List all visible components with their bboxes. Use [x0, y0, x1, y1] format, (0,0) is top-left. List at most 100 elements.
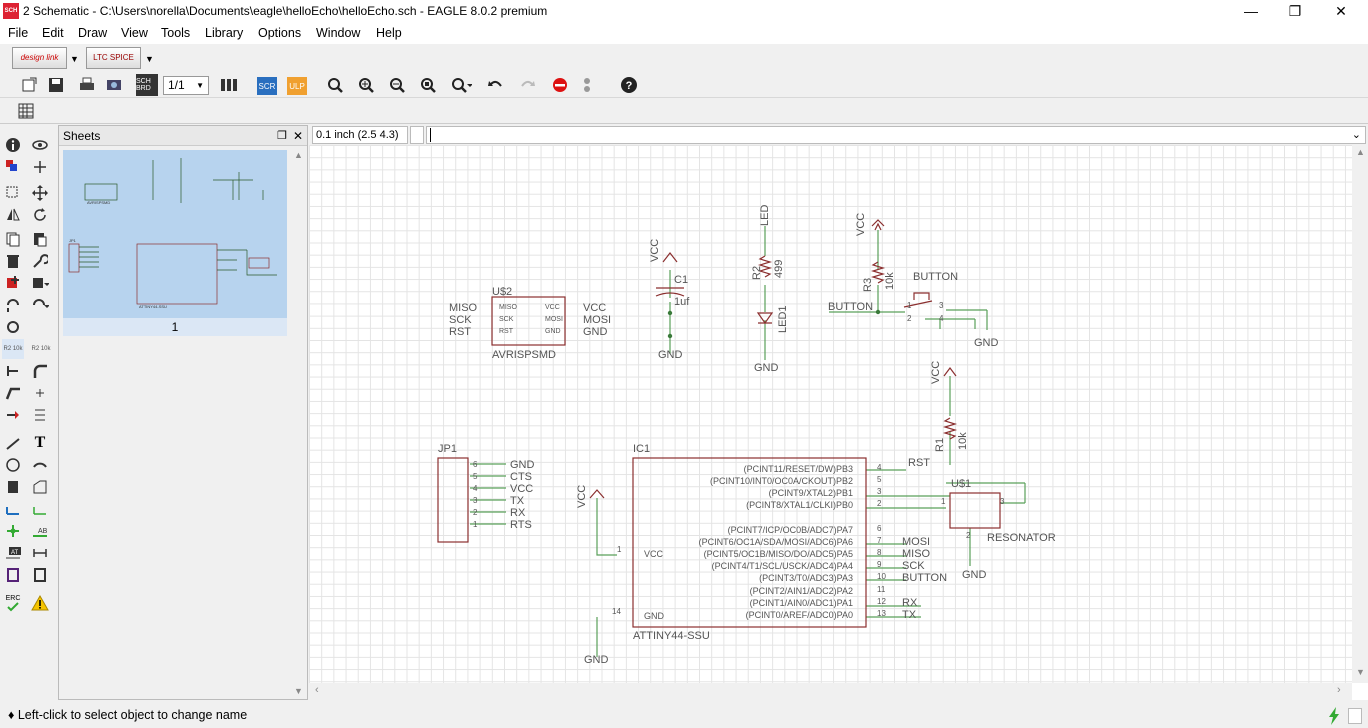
attribute-icon[interactable]: AT — [3, 543, 23, 563]
paste-icon[interactable] — [30, 229, 50, 249]
zoom-redraw-icon[interactable] — [417, 74, 439, 96]
vscroll-down-icon[interactable]: ▼ — [1356, 667, 1365, 677]
menu-library[interactable]: Library — [205, 26, 244, 40]
info-icon[interactable] — [3, 135, 23, 155]
ulp-button[interactable]: ULP — [287, 77, 307, 95]
net-icon[interactable] — [3, 499, 23, 519]
sheet-thumbnail[interactable]: AVRISPSMD ATTINY44-SSU JP1 — [63, 150, 287, 318]
sheets-scrollbar[interactable]: ▲ ▼ — [291, 148, 307, 698]
script-button[interactable]: SCR — [257, 77, 277, 95]
group-icon[interactable] — [3, 183, 23, 203]
polygon-icon[interactable] — [30, 477, 50, 497]
text-tool[interactable]: T — [30, 433, 50, 453]
hscroll-right-icon[interactable]: › — [1337, 684, 1341, 696]
move-icon[interactable] — [30, 183, 50, 203]
menu-help[interactable]: Help — [376, 26, 402, 40]
zoom-in-icon[interactable] — [355, 74, 377, 96]
ltspice-button[interactable]: LTC SPICE — [86, 47, 141, 69]
scroll-up-icon[interactable]: ▲ — [294, 150, 303, 160]
dimension-icon[interactable] — [30, 543, 50, 563]
close-button[interactable]: ✕ — [1335, 3, 1347, 19]
rotate-icon[interactable] — [30, 205, 50, 225]
change-icon[interactable] — [30, 251, 50, 271]
stop-icon[interactable] — [549, 74, 571, 96]
redo-icon[interactable] — [516, 74, 538, 96]
sch-brd-button[interactable]: SCH BRD — [136, 74, 158, 96]
designlink-button[interactable]: design link — [12, 47, 67, 69]
line-icon[interactable] — [3, 433, 23, 453]
align-icon[interactable] — [30, 405, 50, 425]
scroll-down-icon[interactable]: ▼ — [294, 686, 303, 696]
u2-pin-right: VCC — [545, 304, 560, 311]
menu-edit[interactable]: Edit — [42, 26, 64, 40]
add-icon[interactable] — [3, 273, 23, 293]
copy-icon[interactable] — [3, 229, 23, 249]
warning-icon[interactable] — [30, 593, 50, 613]
mirror-icon[interactable] — [3, 205, 23, 225]
show-icon[interactable] — [30, 135, 50, 155]
menu-file[interactable]: File — [8, 26, 29, 40]
frame-icon[interactable] — [3, 565, 23, 585]
optimize-icon[interactable] — [30, 383, 50, 403]
circle-icon[interactable] — [3, 455, 23, 475]
ltspice-dropdown-icon[interactable]: ▼ — [145, 54, 154, 64]
grid-icon[interactable] — [15, 100, 37, 122]
canvas-horizontal-scrollbar[interactable]: ‹ › — [309, 683, 1352, 700]
undock-icon[interactable]: ❐ — [277, 130, 287, 142]
go-icon[interactable] — [576, 74, 598, 96]
menu-view[interactable]: View — [121, 26, 148, 40]
zoom-fit-icon[interactable] — [324, 74, 346, 96]
bus-icon[interactable] — [30, 499, 50, 519]
gate-swap-icon[interactable] — [3, 295, 23, 315]
minimize-button[interactable]: — — [1244, 3, 1258, 19]
schematic-drawing[interactable]: U$2AVRISPSMDMISOSCKRSTVCCMOSIGNDMISOSCKR… — [309, 145, 1352, 683]
help-icon[interactable]: ? — [618, 74, 640, 96]
sheets-icon[interactable] — [219, 74, 241, 96]
mark-icon[interactable] — [30, 157, 50, 177]
ic1-pin-number: 11 — [877, 585, 886, 594]
erc-button[interactable]: ERC — [3, 593, 23, 613]
module-icon[interactable] — [30, 565, 50, 585]
replace-icon[interactable] — [30, 273, 50, 293]
smash-icon[interactable] — [3, 361, 23, 381]
rect-icon[interactable] — [3, 477, 23, 497]
hscroll-left-icon[interactable]: ‹ — [315, 684, 319, 696]
split-icon[interactable] — [3, 317, 23, 337]
sheet-select[interactable]: 1/1▼ — [163, 76, 209, 95]
vscroll-up-icon[interactable]: ▲ — [1356, 147, 1365, 157]
svg-text:AVRISPSMD: AVRISPSMD — [87, 200, 110, 205]
zoom-out-icon[interactable] — [386, 74, 408, 96]
miter-icon[interactable] — [30, 361, 50, 381]
name-tool[interactable]: R2 10k — [29, 339, 53, 359]
maximize-button[interactable]: ❐ — [1288, 3, 1302, 19]
print-icon[interactable] — [76, 74, 98, 96]
designlink-dropdown-icon[interactable]: ▼ — [70, 54, 79, 64]
delete-icon[interactable] — [3, 251, 23, 271]
menu-window[interactable]: Window — [316, 26, 361, 40]
undo-icon[interactable] — [485, 74, 507, 96]
command-line-input[interactable]: ⌄ — [426, 126, 1366, 144]
label-icon[interactable]: AB — [30, 521, 50, 541]
menu-tools[interactable]: Tools — [161, 26, 191, 40]
btn-pin3: 3 — [939, 301, 944, 310]
open-icon[interactable] — [18, 74, 40, 96]
invoke-icon[interactable] — [3, 405, 23, 425]
sheets-close-icon[interactable]: ✕ — [293, 129, 304, 143]
lightning-icon[interactable] — [1326, 707, 1342, 725]
stop-command-box[interactable] — [1348, 708, 1362, 724]
cam-icon[interactable] — [103, 74, 125, 96]
zoom-select-icon[interactable] — [450, 74, 472, 96]
command-history-dropdown-icon[interactable]: ⌄ — [1351, 129, 1361, 141]
arc-icon[interactable] — [30, 455, 50, 475]
value-tool[interactable]: R2 10k — [2, 339, 24, 359]
pin-swap-icon[interactable] — [30, 295, 50, 315]
menu-options[interactable]: Options — [258, 26, 302, 40]
canvas-vertical-scrollbar[interactable]: ▲ ▼ — [1352, 145, 1368, 683]
display-icon[interactable] — [3, 157, 23, 177]
save-icon[interactable] — [45, 74, 67, 96]
layer-box[interactable] — [410, 126, 424, 144]
split-wire-icon[interactable] — [3, 383, 23, 403]
junction-icon[interactable] — [3, 521, 23, 541]
menu-draw[interactable]: Draw — [78, 26, 108, 40]
